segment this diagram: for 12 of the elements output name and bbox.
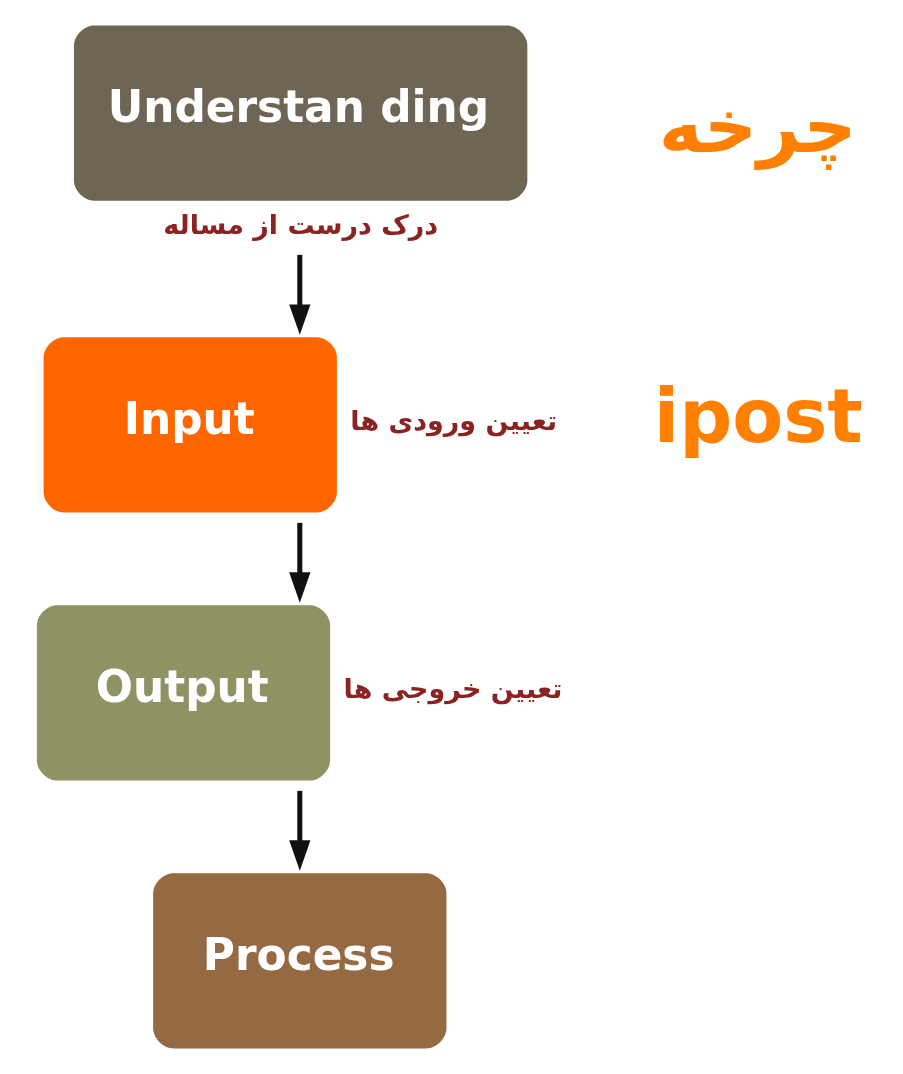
label: ipost [653,373,863,460]
node-label: تعیین ورودی ها [350,404,558,436]
arrow [289,254,311,335]
arrow [289,522,311,603]
node-box: Understan ding [73,25,528,201]
node-box: Output [36,605,331,781]
arrow [289,790,311,871]
node-label: تعیین خروجی ها [343,672,563,704]
node-box: Input [43,337,337,513]
label: چرخه [658,83,857,170]
node-box: Process [153,873,447,1049]
node-label: درک درست از مساله [163,209,439,241]
